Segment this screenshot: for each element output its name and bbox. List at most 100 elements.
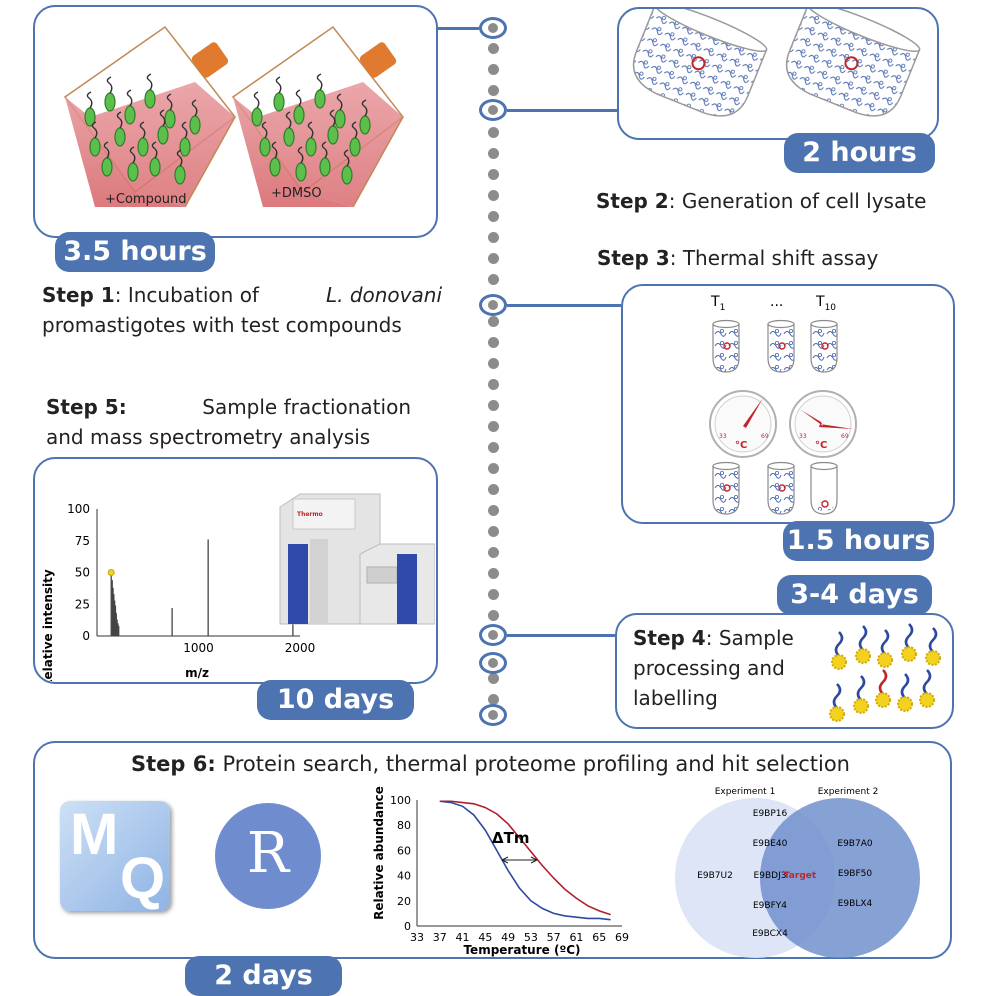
t10-label: T10 [815, 294, 836, 313]
timeline-dot [488, 337, 499, 348]
melt-xtick: 33 [410, 931, 424, 944]
svg-text:E9BF50: E9BF50 [838, 869, 872, 879]
culture-flasks-illustration: +Compound +DMSO [64, 26, 404, 208]
timeline-dot [488, 484, 499, 495]
timeline-dot [488, 358, 499, 369]
dmso-label: +DMSO [271, 186, 322, 201]
thermal-shift-illustration: T1 ... T10 33 69 °C 33 69 °C [709, 294, 857, 515]
step3-title: Step 3 [597, 246, 670, 270]
timeline-dot [488, 694, 499, 705]
timeline-ring [479, 99, 507, 121]
venn-circle-experiment2 [760, 798, 920, 958]
timeline-dot [488, 673, 499, 684]
timeline-dot [488, 589, 499, 600]
step3-panel: T1 ... T10 33 69 °C 33 69 °C [621, 284, 955, 524]
melt-xlabel: Temperature (ºC) [463, 943, 580, 957]
mass-spectrometer-illustration: Thermo [279, 493, 436, 625]
melt-xtick: 65 [592, 931, 606, 944]
spectrum-xlabel: m/z [185, 666, 209, 680]
t1-label: T1 [710, 294, 725, 313]
step6-panel: Step 6: Protein search, thermal proteome… [33, 741, 952, 959]
timeline-dot [488, 568, 499, 579]
svg-text:E9BFY4: E9BFY4 [753, 901, 787, 911]
melt-xtick: 61 [569, 931, 583, 944]
timeline-dot [488, 379, 499, 390]
spectrum-ytick: 75 [75, 534, 90, 548]
spectrum-ytick: 0 [82, 629, 90, 643]
melt-curve-2 [439, 800, 611, 916]
svg-text:E9BCX4: E9BCX4 [752, 929, 788, 939]
step1-panel: +Compound +DMSO [33, 5, 438, 238]
timeline-ring [479, 294, 507, 316]
timeline-dot [488, 148, 499, 159]
timeline-dot [488, 547, 499, 558]
melting-curve-chart: Relative abundance Temperature (ºC) 100 8… [372, 786, 629, 957]
melt-ytick: 60 [397, 844, 411, 857]
maxquant-logo: M Q [60, 801, 170, 911]
timeline-dot [488, 400, 499, 411]
step6-title: Step 6: [131, 752, 216, 776]
thermometer-gauge-low: 33 69 °C [709, 390, 777, 458]
melt-curve-1 [439, 800, 611, 921]
timeline-ring [479, 624, 507, 646]
timeline-dot [488, 526, 499, 537]
timeline-dot [488, 463, 499, 474]
timeline-dot [488, 85, 499, 96]
thermometer-gauge-high: 33 69 °C [789, 390, 857, 458]
timeline-dot [488, 610, 499, 621]
step4-panel: Step 4: Sample processing and labelling [615, 613, 954, 729]
timeline-dot [488, 253, 499, 264]
timeline-connector [507, 109, 617, 112]
delta-tm-annotation: ΔTm [492, 829, 538, 864]
spectrum-ylabel: Relative intensity [41, 569, 55, 681]
svg-text:E9BE40: E9BE40 [753, 839, 788, 849]
spectrum-highlight-peak [107, 569, 115, 576]
step5-duration-tab: 10 days [257, 680, 414, 720]
timeline-dot [488, 274, 499, 285]
step1-description: Step 1: Incubation of L. donovani promas… [42, 280, 442, 340]
svg-text:E9B7U2: E9B7U2 [697, 871, 733, 881]
r-logo: R [215, 803, 321, 909]
timeline-dot [488, 64, 499, 75]
svg-text:69: 69 [761, 433, 769, 440]
svg-text:ΔTm: ΔTm [492, 829, 529, 847]
timeline-connector [438, 27, 479, 30]
step1-title: Step 1 [42, 283, 115, 307]
compound-label: +Compound [105, 192, 187, 207]
step3-duration-tab: 1.5 hours [783, 521, 934, 561]
svg-text:33: 33 [719, 433, 727, 440]
melt-ytick: 100 [390, 794, 411, 807]
melt-xtick: 49 [501, 931, 515, 944]
svg-text:E9BLX4: E9BLX4 [838, 899, 873, 909]
svg-text:E9BDJ3: E9BDJ3 [754, 871, 787, 881]
spectrum-ytick: 25 [75, 597, 90, 611]
ellipsis-label: ... [770, 294, 783, 310]
step2-panel [617, 0, 939, 140]
melt-xtick: 41 [456, 931, 470, 944]
svg-text:°C: °C [735, 440, 747, 451]
timeline-ring [479, 704, 507, 726]
melt-ylabel: Relative abundance [372, 786, 386, 920]
svg-text:E9BP16: E9BP16 [753, 809, 788, 819]
timeline-dot [488, 442, 499, 453]
step2-title: Step 2 [596, 189, 669, 213]
step4-title: Step 4 [633, 626, 706, 650]
timeline-dot [488, 127, 499, 138]
step2-description: Step 2: Generation of cell lysate [596, 189, 927, 213]
timeline-dot [488, 190, 499, 201]
timeline-dot [488, 211, 499, 222]
timeline-dot [488, 505, 499, 516]
svg-text:Experiment 1: Experiment 1 [715, 787, 776, 797]
timeline-dot [488, 316, 499, 327]
step4-duration-tab: 3-4 days [777, 575, 932, 615]
melt-ytick: 80 [397, 819, 411, 832]
melt-xtick: 37 [433, 931, 447, 944]
melt-xtick: 57 [547, 931, 561, 944]
venn-diagram: Experiment 1 Experiment 2 E9B7U2 E9BP16 … [675, 787, 920, 958]
step6-description: Step 6: Protein search, thermal proteome… [131, 752, 850, 776]
timeline-ring [479, 652, 507, 674]
timeline-connector [507, 304, 621, 307]
svg-text:69: 69 [841, 433, 849, 440]
